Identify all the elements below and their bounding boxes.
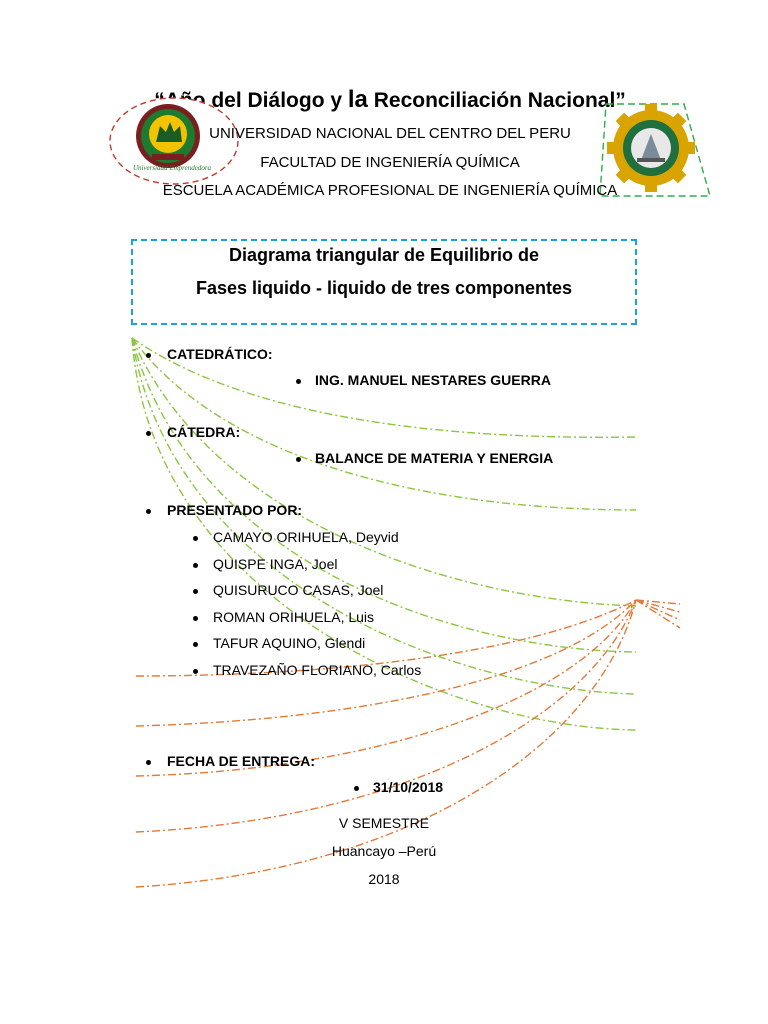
fecha-value: 31/10/2018 bbox=[373, 779, 444, 795]
orange-curve bbox=[135, 599, 637, 727]
student-name: TAFUR AQUINO, Glendi bbox=[213, 635, 366, 651]
student-item: TAFUR AQUINO, Glendi bbox=[193, 635, 365, 651]
bullet-icon bbox=[146, 430, 151, 436]
orange-curve bbox=[135, 599, 637, 777]
orange-curve bbox=[135, 599, 637, 677]
bullet-icon bbox=[146, 508, 151, 514]
student-item: QUISURUCO CASAS, Joel bbox=[193, 582, 383, 598]
bullet-icon bbox=[193, 668, 198, 674]
university-name: UNIVERSIDAD NACIONAL DEL CENTRO DEL PERU bbox=[209, 125, 571, 142]
bullet-icon bbox=[354, 785, 359, 791]
presentado-item: PRESENTADO POR: bbox=[146, 502, 302, 518]
student-name: TRAVEZAÑO FLORIANO, Carlos bbox=[213, 662, 422, 678]
catedratico-value: ING. MANUEL NESTARES GUERRA bbox=[315, 372, 551, 388]
bullet-icon bbox=[146, 352, 151, 358]
fecha-item: FECHA DE ENTREGA: bbox=[146, 753, 315, 769]
faculty-logo bbox=[596, 102, 712, 198]
bullet-icon bbox=[193, 562, 198, 568]
student-name: CAMAYO ORIHUELA, Deyvid bbox=[213, 529, 399, 545]
student-item: QUISPE INGA, Joel bbox=[193, 556, 337, 572]
orange-curve bbox=[135, 599, 637, 888]
bullet-icon bbox=[193, 535, 198, 541]
logo-motto: Universidad Emprendedora bbox=[132, 164, 212, 172]
motto: “Año del Diálogo y la Reconciliación Nac… bbox=[120, 86, 660, 114]
document-title-line-2: Fases liquido - liquido de tres componen… bbox=[195, 278, 573, 298]
university-logo: Universidad Emprendedora bbox=[108, 96, 240, 186]
green-curve bbox=[131, 337, 637, 695]
green-curve bbox=[131, 337, 637, 438]
catedra-value: BALANCE DE MATERIA Y ENERGIA bbox=[315, 450, 554, 466]
bullet-icon bbox=[193, 615, 198, 621]
bullet-icon bbox=[296, 456, 301, 462]
catedra-item: CÁTEDRA: bbox=[146, 424, 240, 440]
bullet-icon bbox=[193, 588, 198, 594]
green-curve bbox=[131, 337, 637, 607]
document-title-line-1: Diagrama triangular de Equilibrio de bbox=[228, 245, 540, 265]
motto-text-3: Reconciliación Nacional” bbox=[367, 89, 626, 112]
green-curve bbox=[131, 337, 637, 653]
green-curve bbox=[131, 337, 637, 511]
student-name: QUISPE INGA, Joel bbox=[213, 556, 338, 572]
title-box bbox=[131, 239, 637, 325]
year: 2018 bbox=[368, 871, 400, 887]
student-name: QUISURUCO CASAS, Joel bbox=[213, 582, 384, 598]
orange-curve bbox=[135, 599, 637, 833]
student-name: ROMAN ORIHUELA, Luis bbox=[213, 609, 375, 625]
catedratico-label: CATEDRÁTICO: bbox=[167, 346, 273, 362]
fecha-label: FECHA DE ENTREGA: bbox=[167, 753, 316, 769]
location: Huancayo –Perú bbox=[331, 843, 437, 859]
bullet-icon bbox=[193, 641, 198, 647]
catedra-value-item: BALANCE DE MATERIA Y ENERGIA bbox=[296, 450, 553, 466]
presentado-label: PRESENTADO POR: bbox=[167, 502, 303, 518]
bullet-icon bbox=[296, 378, 301, 384]
catedratico-value-item: ING. MANUEL NESTARES GUERRA bbox=[296, 372, 551, 388]
green-curve bbox=[131, 337, 637, 731]
fecha-value-item: 31/10/2018 bbox=[354, 779, 443, 795]
student-item: ROMAN ORIHUELA, Luis bbox=[193, 609, 374, 625]
school-name: ESCUELA ACADÉMICA PROFESIONAL DE INGENIE… bbox=[162, 182, 618, 199]
bullet-icon bbox=[146, 759, 151, 765]
orange-fan bbox=[635, 599, 681, 629]
student-item: CAMAYO ORIHUELA, Deyvid bbox=[193, 529, 399, 545]
student-item: TRAVEZAÑO FLORIANO, Carlos bbox=[193, 662, 421, 678]
catedratico-item: CATEDRÁTICO: bbox=[146, 346, 273, 362]
faculty-name: FACULTAD DE INGENIERÍA QUÍMICA bbox=[260, 154, 520, 171]
motto-text-2: la bbox=[347, 86, 368, 113]
semester: V SEMESTRE bbox=[338, 815, 430, 831]
catedra-label: CÁTEDRA: bbox=[167, 424, 241, 440]
